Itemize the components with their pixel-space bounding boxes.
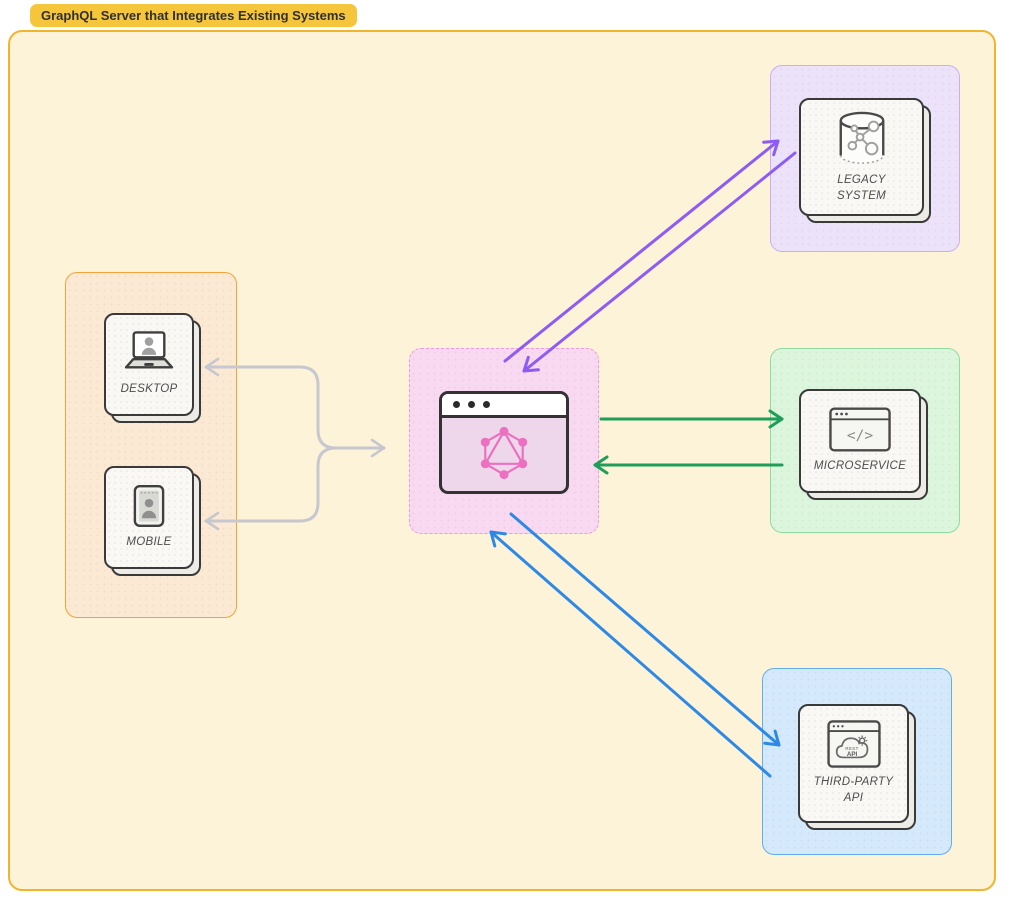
legacy-system-group[interactable]: LEGACY SYSTEM <box>770 65 960 252</box>
cloud-api-icon: REST API <box>826 720 881 769</box>
browser-dot <box>483 401 490 408</box>
code-window-icon: </> <box>829 407 891 452</box>
mobile-user-icon <box>133 485 165 528</box>
database-network-icon <box>839 111 884 164</box>
microservice-label: MICROSERVICE <box>813 460 907 473</box>
svg-text:</>: </> <box>847 428 873 444</box>
third-party-api-group[interactable]: REST API THIRD-PARTY API <box>762 668 952 855</box>
browser-dot <box>468 401 475 408</box>
graphql-logo-icon <box>480 426 528 480</box>
mobile-card[interactable]: MOBILE <box>104 466 194 569</box>
graphql-server-group[interactable] <box>409 348 599 534</box>
legacy-system-card[interactable]: LEGACY SYSTEM <box>799 98 924 216</box>
svg-text:REST: REST <box>845 746 858 751</box>
microservice-card[interactable]: </> MICROSERVICE <box>799 389 921 493</box>
desktop-label: DESKTOP <box>120 383 178 396</box>
laptop-user-icon <box>124 331 174 369</box>
microservice-group[interactable]: </> MICROSERVICE <box>770 348 960 533</box>
third-party-api-label: THIRD-PARTY API <box>813 776 894 804</box>
title-badge: GraphQL Server that Integrates Existing … <box>30 4 357 27</box>
clients-group[interactable]: DESKTOP MOBILE <box>65 272 237 618</box>
mobile-label: MOBILE <box>126 536 172 549</box>
legacy-system-label: LEGACY SYSTEM <box>836 173 887 202</box>
browser-header <box>442 394 566 418</box>
browser-dot <box>453 401 460 408</box>
browser-window <box>439 391 569 494</box>
third-party-api-card[interactable]: REST API THIRD-PARTY API <box>798 704 909 823</box>
desktop-card[interactable]: DESKTOP <box>104 313 194 416</box>
svg-text:API: API <box>846 751 857 758</box>
browser-body <box>442 418 566 488</box>
